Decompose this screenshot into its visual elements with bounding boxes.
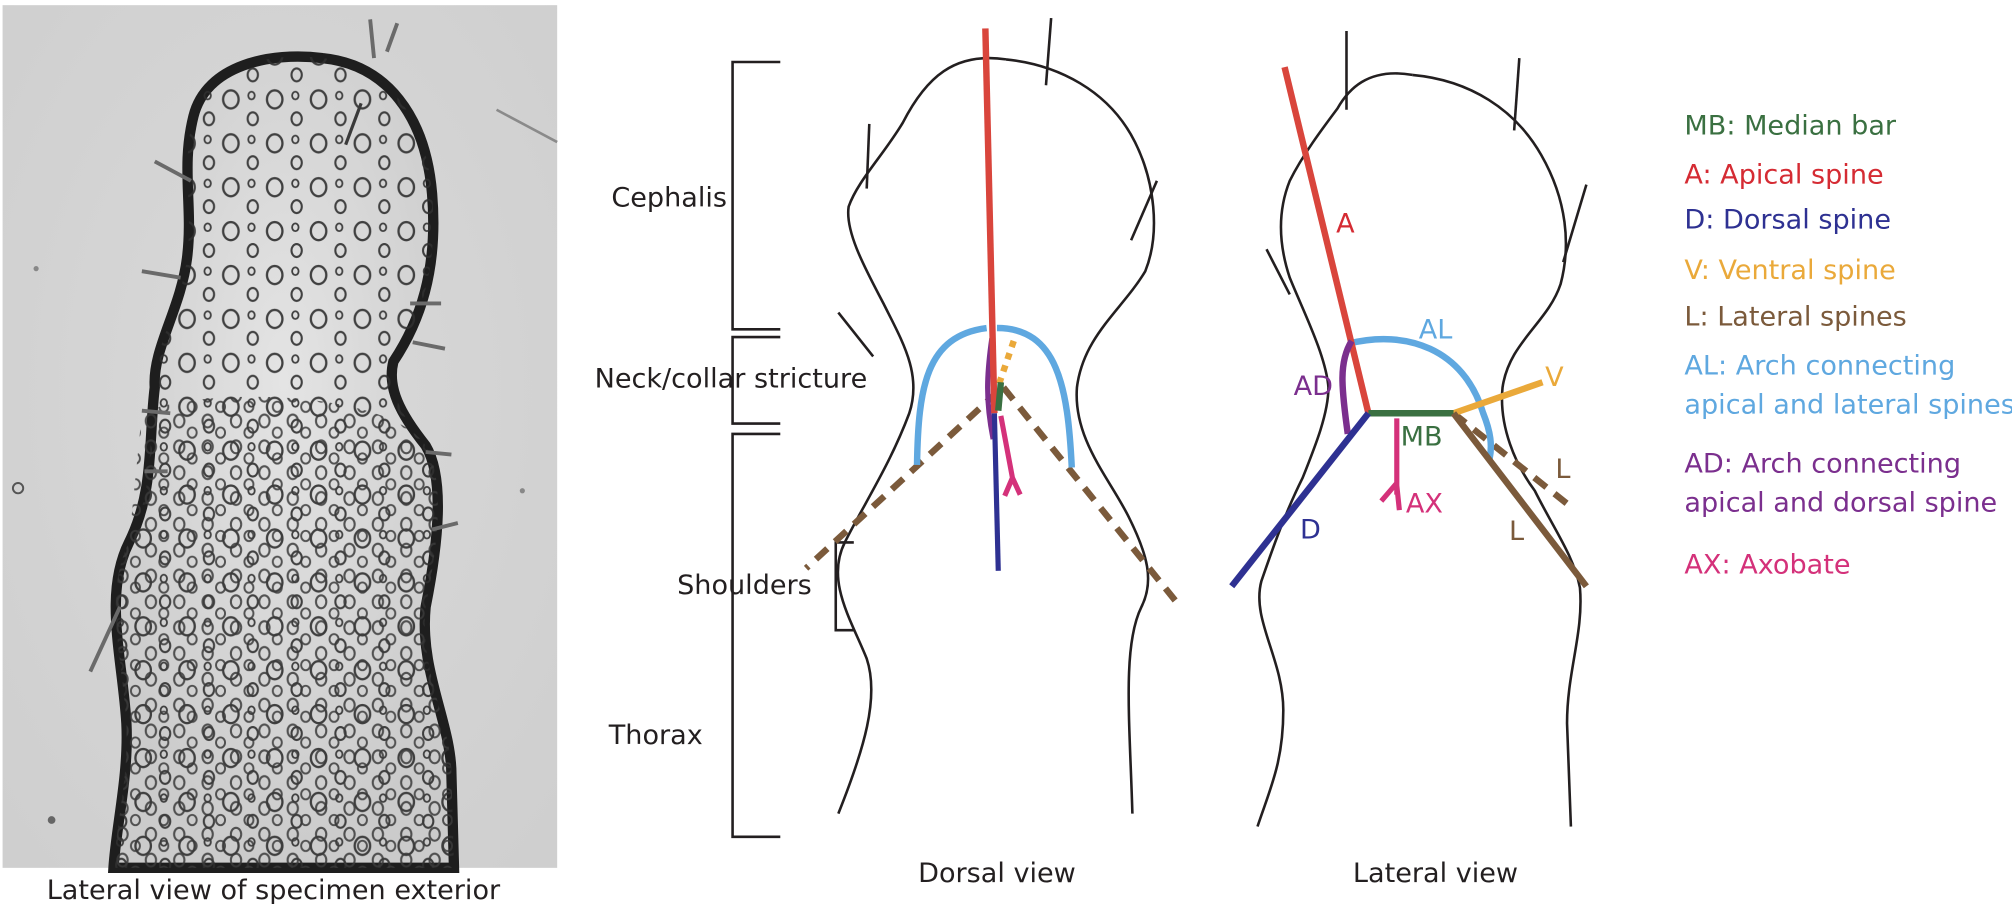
tag-arch-al: AL xyxy=(1419,314,1453,345)
lateral-head-spine xyxy=(1561,184,1588,263)
lateral-axobate xyxy=(1379,418,1402,511)
dorsal-outline-right xyxy=(1005,58,1156,814)
label-lateral-view: Lateral view xyxy=(1353,858,1518,889)
bracket-thorax xyxy=(731,432,781,839)
dorsal-arch-al xyxy=(913,324,988,465)
dorsal-head-spine xyxy=(1129,180,1159,241)
dorsal-lateral-spine-right xyxy=(1000,385,1179,604)
dorsal-ventral-spine xyxy=(993,339,1017,392)
label-thorax: Thorax xyxy=(608,720,703,751)
photo-caption: Lateral view of specimen exterior xyxy=(47,875,501,904)
lateral-view-diagram xyxy=(1229,30,1589,827)
legend-item-arch-ad: AD: Arch connecting xyxy=(1684,449,1961,480)
tag-lateral-solid: L xyxy=(1509,516,1524,547)
dorsal-lateral-spine-left xyxy=(803,388,1001,571)
tag-median-bar: MB xyxy=(1401,422,1443,453)
legend-item-arch-ad-line2: apical and dorsal spine xyxy=(1684,487,1997,518)
bracket-neck xyxy=(731,335,781,425)
dorsal-head-spine xyxy=(865,123,871,189)
label-neck: Neck/collar stricture xyxy=(595,363,868,394)
dorsal-view-diagram xyxy=(803,17,1179,815)
tag-axobate: AX xyxy=(1406,489,1443,520)
dorsal-head-spine xyxy=(837,311,875,358)
legend-item-axobate: AX: Axobate xyxy=(1684,549,1850,580)
lateral-head-spine xyxy=(1265,248,1291,296)
dorsal-outline-left xyxy=(836,56,1007,815)
debris xyxy=(33,266,39,272)
legend-item-ventral-spine: V: Ventral spine xyxy=(1684,255,1895,286)
tag-ventral: V xyxy=(1545,362,1564,393)
lateral-dorsal-spine xyxy=(1229,411,1371,589)
lateral-arch-ad xyxy=(1339,339,1355,435)
legend-item-arch-al: AL: Arch connecting xyxy=(1684,350,1955,381)
lateral-apical-spine xyxy=(1281,66,1372,415)
label-dorsal-view: Dorsal view xyxy=(918,858,1076,889)
lateral-ventral-spine xyxy=(1452,379,1544,417)
pore-texture-lower xyxy=(113,396,454,868)
legend-item-lateral-spines: L: Lateral spines xyxy=(1684,301,1906,332)
specimen-photo xyxy=(2,5,558,874)
bracket-cephalis xyxy=(731,60,781,331)
tag-lateral-dashed: L xyxy=(1555,454,1570,485)
tag-dorsal: D xyxy=(1300,515,1321,546)
label-cephalis: Cephalis xyxy=(611,183,727,214)
lateral-outline-left xyxy=(1256,72,1413,827)
lateral-head-spine xyxy=(1512,58,1521,131)
lateral-lateral-spine xyxy=(1450,411,1589,589)
dorsal-median-bar xyxy=(995,381,1005,411)
dorsal-axobate xyxy=(998,415,1023,497)
debris xyxy=(519,488,525,494)
dorsal-apical-spine xyxy=(982,28,998,414)
legend-item-median-bar: MB: Median bar xyxy=(1684,110,1897,141)
legend-item-arch-al-line2: apical and lateral spines xyxy=(1684,389,2012,420)
label-shoulders: Shoulders xyxy=(677,570,812,601)
legend-item-dorsal-spine: D: Dorsal spine xyxy=(1684,205,1891,236)
tag-apical: A xyxy=(1336,208,1355,239)
dorsal-arch-al xyxy=(996,324,1075,468)
debris xyxy=(11,482,25,495)
tag-arch-ad: AD xyxy=(1294,371,1333,402)
dorsal-head-spine xyxy=(1044,17,1053,86)
region-brackets xyxy=(731,60,854,839)
legend: MB: Median bar A: Apical spine D: Dorsal… xyxy=(1684,110,2012,580)
dorsal-dorsal-spine xyxy=(991,413,1001,571)
photo-spines xyxy=(88,19,558,673)
lateral-arch-al xyxy=(1348,335,1495,460)
lateral-outline-right xyxy=(1412,73,1582,827)
legend-item-apical-spine: A: Apical spine xyxy=(1684,159,1883,190)
debris xyxy=(47,816,56,824)
